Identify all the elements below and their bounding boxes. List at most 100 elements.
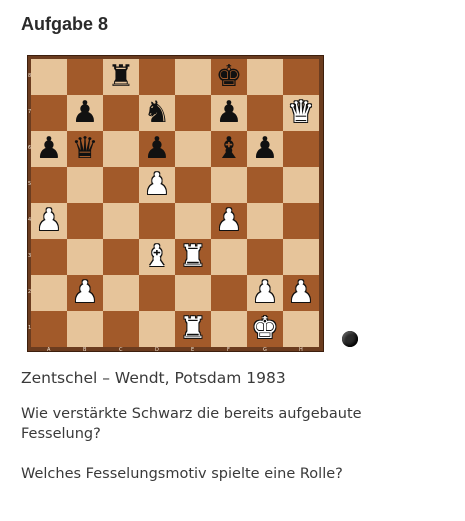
rank-label-5: 5 bbox=[28, 181, 32, 187]
square-h8 bbox=[283, 59, 319, 95]
white-rook-icon: ♜ bbox=[179, 311, 207, 346]
rank-label-7: 7 bbox=[28, 109, 32, 115]
square-c7 bbox=[103, 95, 139, 131]
square-d7: ♞ bbox=[139, 95, 175, 131]
file-label-a: A bbox=[47, 347, 51, 353]
square-e7 bbox=[175, 95, 211, 131]
square-d4 bbox=[139, 203, 175, 239]
square-c5 bbox=[103, 167, 139, 203]
square-e2 bbox=[175, 275, 211, 311]
rank-label-2: 2 bbox=[28, 289, 32, 295]
square-h5 bbox=[283, 167, 319, 203]
square-d1 bbox=[139, 311, 175, 347]
white-rook-icon: ♜ bbox=[179, 239, 207, 274]
square-c2 bbox=[103, 275, 139, 311]
square-b4 bbox=[67, 203, 103, 239]
square-f1 bbox=[211, 311, 247, 347]
rank-label-8: 8 bbox=[28, 73, 32, 79]
square-g2: ♟ bbox=[247, 275, 283, 311]
square-e8 bbox=[175, 59, 211, 95]
white-queen-icon: ♛ bbox=[287, 95, 315, 130]
chessboard: ♜♚♟♞♟♛♟♛♟♝♟♟♟♟♝♜♟♟♟♜♚ bbox=[31, 59, 319, 347]
square-b8 bbox=[67, 59, 103, 95]
square-b6: ♛ bbox=[67, 131, 103, 167]
square-g1: ♚ bbox=[247, 311, 283, 347]
puzzle-title: Aufgabe 8 bbox=[21, 14, 109, 34]
white-king-icon: ♚ bbox=[251, 311, 279, 346]
square-g6: ♟ bbox=[247, 131, 283, 167]
game-caption: Zentschel – Wendt, Potsdam 1983 bbox=[21, 369, 286, 387]
square-g4 bbox=[247, 203, 283, 239]
square-e5 bbox=[175, 167, 211, 203]
rank-label-3: 3 bbox=[28, 253, 32, 259]
black-pawn-icon: ♟ bbox=[71, 95, 99, 130]
black-to-move-indicator bbox=[342, 331, 358, 347]
square-f3 bbox=[211, 239, 247, 275]
square-h2: ♟ bbox=[283, 275, 319, 311]
file-label-b: B bbox=[83, 347, 87, 353]
square-a3 bbox=[31, 239, 67, 275]
square-d8 bbox=[139, 59, 175, 95]
square-h7: ♛ bbox=[283, 95, 319, 131]
square-f6: ♝ bbox=[211, 131, 247, 167]
white-bishop-icon: ♝ bbox=[143, 239, 171, 274]
white-pawn-icon: ♟ bbox=[71, 275, 99, 310]
square-c1 bbox=[103, 311, 139, 347]
square-d3: ♝ bbox=[139, 239, 175, 275]
question-2: Welches Fesselungsmotiv spielte eine Rol… bbox=[21, 466, 343, 482]
square-d6: ♟ bbox=[139, 131, 175, 167]
white-pawn-icon: ♟ bbox=[287, 275, 315, 310]
square-h1 bbox=[283, 311, 319, 347]
black-rook-icon: ♜ bbox=[107, 59, 135, 94]
black-bishop-icon: ♝ bbox=[215, 131, 243, 166]
square-f4: ♟ bbox=[211, 203, 247, 239]
square-a4: ♟ bbox=[31, 203, 67, 239]
square-f8: ♚ bbox=[211, 59, 247, 95]
square-f5 bbox=[211, 167, 247, 203]
square-a8 bbox=[31, 59, 67, 95]
square-h6 bbox=[283, 131, 319, 167]
square-d5: ♟ bbox=[139, 167, 175, 203]
black-knight-icon: ♞ bbox=[143, 95, 171, 130]
file-label-h: H bbox=[299, 347, 303, 353]
file-label-f: F bbox=[227, 347, 230, 353]
square-g7 bbox=[247, 95, 283, 131]
black-king-icon: ♚ bbox=[215, 59, 243, 94]
square-b2: ♟ bbox=[67, 275, 103, 311]
black-pawn-icon: ♟ bbox=[251, 131, 279, 166]
rank-label-1: 1 bbox=[28, 325, 32, 331]
file-label-d: D bbox=[155, 347, 159, 353]
file-label-e: E bbox=[191, 347, 195, 353]
question-1: Wie verstärkte Schwarz die bereits aufge… bbox=[21, 406, 362, 442]
square-c8: ♜ bbox=[103, 59, 139, 95]
square-b3 bbox=[67, 239, 103, 275]
square-a6: ♟ bbox=[31, 131, 67, 167]
square-h4 bbox=[283, 203, 319, 239]
white-pawn-icon: ♟ bbox=[35, 203, 63, 238]
rank-label-4: 4 bbox=[28, 217, 32, 223]
square-c4 bbox=[103, 203, 139, 239]
black-pawn-icon: ♟ bbox=[215, 95, 243, 130]
square-e4 bbox=[175, 203, 211, 239]
square-a1 bbox=[31, 311, 67, 347]
square-c3 bbox=[103, 239, 139, 275]
square-e1: ♜ bbox=[175, 311, 211, 347]
file-label-g: G bbox=[263, 347, 267, 353]
file-label-c: C bbox=[119, 347, 123, 353]
square-a2 bbox=[31, 275, 67, 311]
square-b7: ♟ bbox=[67, 95, 103, 131]
black-pawn-icon: ♟ bbox=[35, 131, 63, 166]
white-pawn-icon: ♟ bbox=[143, 167, 171, 202]
white-pawn-icon: ♟ bbox=[251, 275, 279, 310]
square-d2 bbox=[139, 275, 175, 311]
square-b1 bbox=[67, 311, 103, 347]
square-g5 bbox=[247, 167, 283, 203]
square-b5 bbox=[67, 167, 103, 203]
square-e6 bbox=[175, 131, 211, 167]
square-e3: ♜ bbox=[175, 239, 211, 275]
square-c6 bbox=[103, 131, 139, 167]
square-g3 bbox=[247, 239, 283, 275]
square-a5 bbox=[31, 167, 67, 203]
square-a7 bbox=[31, 95, 67, 131]
